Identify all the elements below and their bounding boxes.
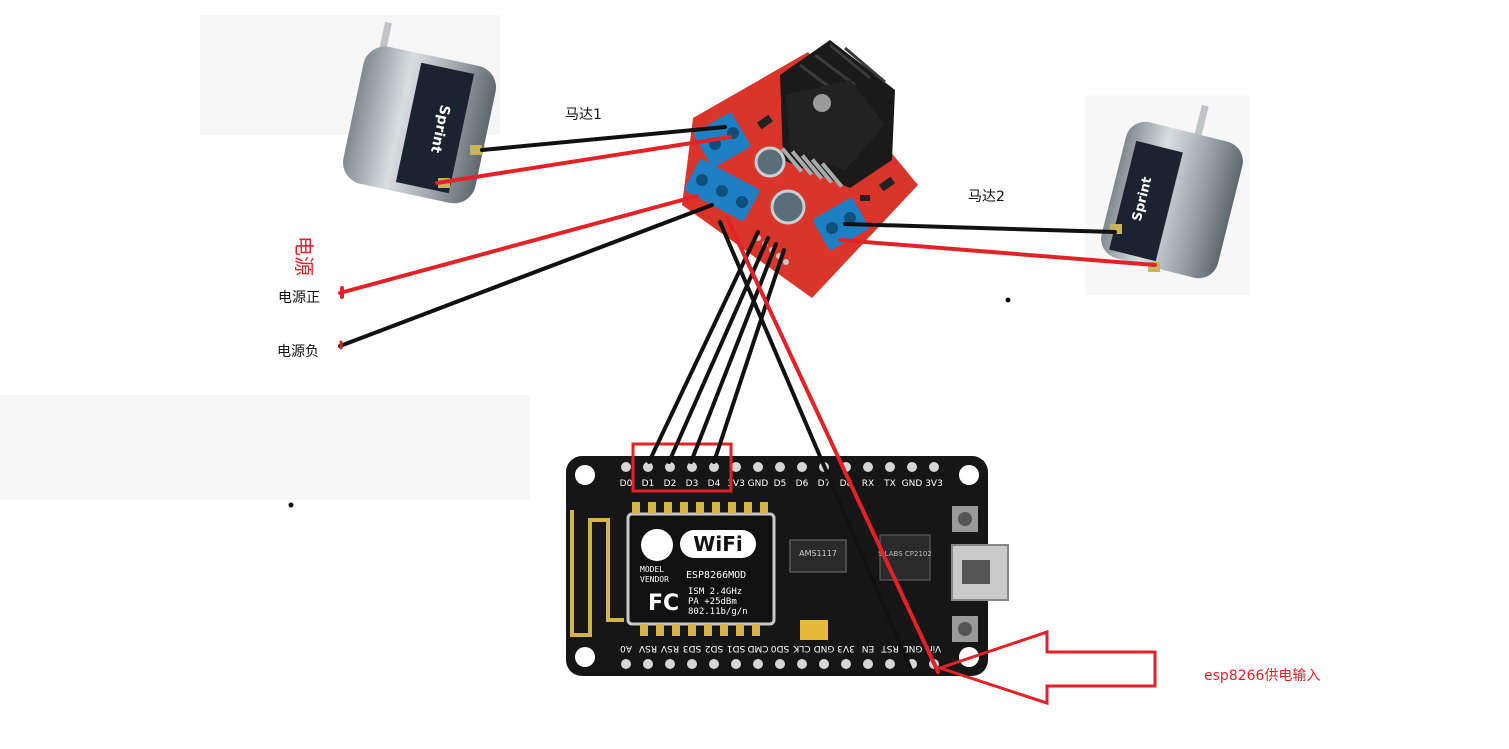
regulator-chip: AMS1117 bbox=[789, 539, 847, 573]
capacitor bbox=[754, 146, 806, 225]
usb-serial-chip: SILABS CP2102 bbox=[878, 534, 932, 581]
pin-label: RSV bbox=[638, 643, 657, 653]
pin-highlight-box bbox=[631, 442, 733, 493]
power-negative-label: 电源负 bbox=[277, 344, 319, 360]
bg-panel bbox=[0, 395, 530, 500]
pin-label: SD0 bbox=[771, 643, 790, 653]
pin-label: D7 bbox=[818, 479, 831, 489]
wire-motor2-red bbox=[838, 238, 1157, 267]
pin-label: RST bbox=[881, 643, 899, 653]
module-name: ESP8266MOD bbox=[686, 570, 746, 581]
pin-label: GND bbox=[902, 479, 923, 489]
pin-label: 3V3 bbox=[925, 479, 943, 489]
pin-label: D4 bbox=[708, 479, 721, 489]
wire-power-negative bbox=[338, 203, 714, 348]
pin-label: D3 bbox=[686, 479, 699, 489]
pin-label: SD1 bbox=[727, 643, 745, 653]
standard-text: 802.11b/g/n bbox=[688, 607, 748, 617]
pin-label: EN bbox=[862, 643, 874, 653]
pa-text: PA +25dBm bbox=[688, 597, 737, 607]
pin-label: SD3 bbox=[683, 643, 701, 653]
terminal-block-motor-2 bbox=[813, 198, 869, 250]
svg-text:SILABS CP2102: SILABS CP2102 bbox=[878, 550, 932, 558]
motor-2: Sprint bbox=[1101, 104, 1243, 279]
power-input-arrow bbox=[935, 629, 1157, 706]
model-text: MODEL bbox=[640, 565, 664, 574]
pin-label: RSV bbox=[660, 643, 679, 653]
espressif-logo bbox=[641, 529, 673, 561]
top-pin-header bbox=[621, 462, 939, 472]
pin-label: D6 bbox=[796, 479, 809, 489]
pin-label: RX bbox=[862, 479, 874, 489]
bottom-pin-header bbox=[621, 659, 939, 669]
reset-button bbox=[952, 616, 978, 642]
vendor-text: VENDOR bbox=[640, 575, 669, 584]
wire-d3 bbox=[689, 242, 778, 464]
pin-label: GND bbox=[748, 479, 769, 489]
svg-text:AMS1117: AMS1117 bbox=[799, 549, 837, 558]
motor1-label: 马达1 bbox=[565, 107, 602, 123]
dot bbox=[1005, 297, 1011, 303]
tantalum-capacitor bbox=[800, 620, 828, 640]
esp8266-nodemcu-board: D0 D1 D2 D3 D4 3V3 GND D5 D6 D7 D8 RX TX… bbox=[566, 456, 1009, 676]
pcb-antenna bbox=[570, 510, 624, 637]
pin-label: D5 bbox=[774, 479, 787, 489]
dot bbox=[288, 502, 294, 508]
motor-label-sticker bbox=[395, 62, 475, 194]
pin-label: Vin bbox=[927, 643, 941, 653]
wire-power-positive bbox=[338, 194, 699, 295]
pin-label: D0 bbox=[620, 479, 633, 489]
wire-esp-vin bbox=[725, 216, 940, 674]
l298n-driver-board bbox=[682, 40, 918, 298]
pin-label: D8 bbox=[840, 479, 853, 489]
wire-motor1-red bbox=[435, 135, 732, 185]
wire-esp-gnd bbox=[718, 220, 914, 674]
pin-label: GND bbox=[902, 643, 923, 653]
terminal-block-power bbox=[684, 159, 760, 221]
pin-label: A0 bbox=[620, 643, 632, 653]
pin-label: 3V3 bbox=[837, 643, 855, 653]
pin-label: 3V3 bbox=[727, 479, 745, 489]
esp-power-input-label: esp8266供电输入 bbox=[1204, 668, 1321, 684]
pin-label: SD2 bbox=[705, 643, 723, 653]
handwritten-note: 电源 bbox=[292, 236, 316, 276]
motor2-label: 马达2 bbox=[968, 189, 1005, 205]
pin-label: D1 bbox=[642, 479, 655, 489]
wire-d4 bbox=[712, 248, 786, 464]
power-positive-label: 电源正 bbox=[278, 290, 320, 306]
wires bbox=[338, 125, 1157, 674]
wire-motor1-black bbox=[480, 125, 727, 152]
flash-button bbox=[952, 506, 978, 532]
pin-label: GND bbox=[814, 643, 835, 653]
wifi-logo: WiFi bbox=[693, 532, 742, 556]
motor-label-sticker bbox=[1109, 140, 1183, 262]
pin-label: TX bbox=[883, 479, 896, 489]
pin-label: CLK bbox=[792, 643, 810, 653]
fcc-logo: FC bbox=[648, 591, 679, 616]
ism-text: ISM 2.4GHz bbox=[688, 587, 742, 597]
esp12-module: WiFi MODEL VENDOR ESP8266MOD FC ISM 2.4G… bbox=[626, 502, 776, 636]
wire-motor2-black bbox=[843, 222, 1117, 234]
heatsink bbox=[780, 40, 895, 188]
pin-label: CMD bbox=[747, 643, 768, 653]
pin-label: D2 bbox=[664, 479, 677, 489]
